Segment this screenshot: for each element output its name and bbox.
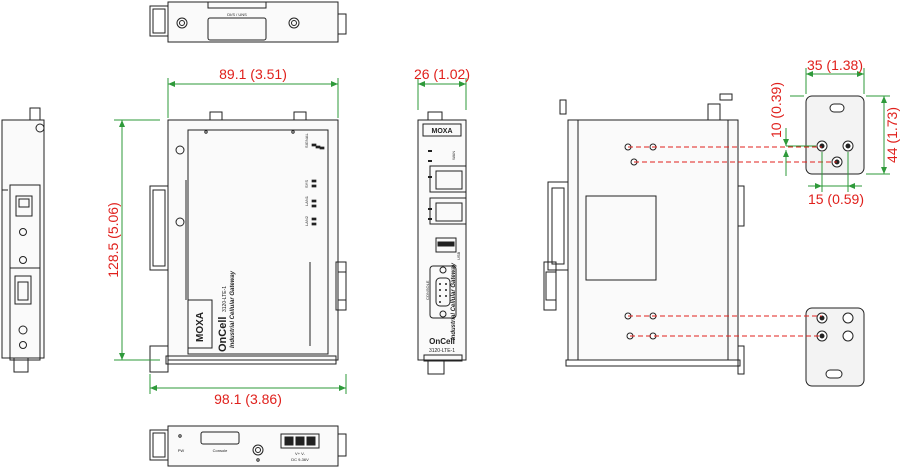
bottom-console-label: Console (213, 448, 228, 453)
top-view (149, 1, 347, 43)
front-product: Industrial Cellular Gateway (230, 270, 236, 348)
dim-bracket-offset: 10 (0.39) (768, 82, 784, 138)
bottom-power-label: V+ V- (295, 451, 306, 456)
front-led-lan2: LAN2 (304, 215, 309, 226)
front-led-signal: SIGNAL (304, 133, 309, 148)
dim-bottom-width: 98.1 (3.86) (214, 391, 282, 407)
front-series-logo: OnCell (217, 317, 229, 352)
front-led-lan1: LAN1 (304, 195, 309, 206)
dimension-lines (114, 68, 890, 394)
narrow-side-view (417, 111, 467, 375)
alignment-lines (628, 146, 837, 337)
serial-pins (439, 283, 447, 303)
bottom-pw-label: PW (178, 448, 185, 453)
narrow-led-wan: WAN (451, 151, 456, 160)
dim-bracket-width: 35 (1.38) (807, 57, 863, 73)
front-model: 3120-LTE-1 (222, 286, 228, 312)
rear-view (543, 93, 745, 375)
narrow-console-label: CONSOLE (425, 280, 430, 300)
top-slot-label: DI/S / UNS (227, 12, 247, 17)
left-side-view (1, 107, 45, 373)
narrow-led-panel (428, 150, 432, 220)
dim-top-width: 89.1 (3.51) (219, 66, 287, 82)
narrow-usb-label: USB (456, 251, 461, 260)
bracket-upper (805, 95, 865, 175)
dim-left-height: 128.5 (5.06) (105, 202, 121, 278)
narrow-product: Industrial Cellular Gateway (451, 262, 457, 340)
dim-hole-spacing: 15 (0.59) (808, 191, 864, 207)
narrow-series-logo: OnCell (429, 337, 455, 346)
narrow-model: 3120-LTE-1 (429, 348, 455, 354)
bottom-view (149, 425, 347, 467)
dim-side-width: 26 (1.02) (414, 66, 470, 82)
dim-bracket-height: 44 (1.73) (884, 107, 900, 163)
front-moxa-logo: MOXA (195, 312, 206, 342)
front-led-sys: SYS (304, 180, 309, 188)
narrow-moxa-logo: MOXA (432, 128, 453, 135)
front-led-panel (311, 143, 325, 226)
bottom-power-range: DC 9-36V (291, 457, 309, 462)
bracket-lower (805, 307, 865, 387)
front-view (149, 111, 347, 373)
